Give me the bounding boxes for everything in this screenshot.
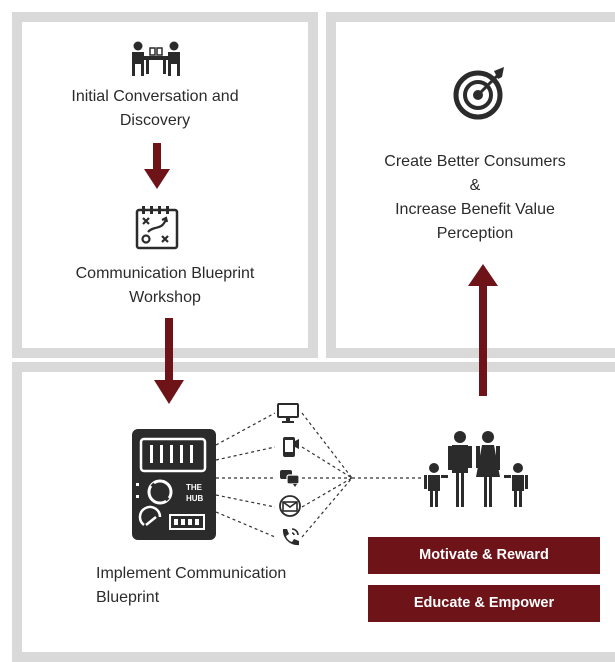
arrow-down-1 [144, 143, 170, 189]
meeting-icon [132, 41, 180, 76]
mobile-phone-icon [283, 437, 299, 457]
arrow-down-2 [154, 318, 184, 404]
hub-label-line1: THE [186, 483, 203, 492]
chat-icon [280, 470, 300, 487]
goal-line1: Create Better Consumers [384, 153, 566, 170]
step-blueprint-workshop: Communication Blueprint Workshop [40, 262, 290, 310]
strategy-board-icon [135, 206, 179, 250]
family-icon [424, 431, 528, 507]
step-implement-blueprint: Implement Communication Blueprint [96, 562, 356, 610]
step-blueprint-line1: Communication Blueprint [75, 265, 255, 282]
phone-call-icon [282, 528, 299, 546]
goal-statement: Create Better Consumers & Increase Benef… [340, 150, 610, 246]
goal-line3: Increase Benefit Value [395, 201, 555, 218]
monitor-icon [277, 403, 299, 423]
step-blueprint-line2: Workshop [129, 289, 201, 306]
step-initial-line1: Initial Conversation and [71, 88, 239, 105]
motivate-reward-tag: Motivate & Reward [368, 537, 600, 574]
step-implement-line2: Blueprint [96, 589, 160, 606]
hub-label-line2: HUB [186, 494, 204, 503]
step-implement-line1: Implement Communication [96, 565, 287, 582]
arrow-up [468, 264, 498, 396]
email-icon [279, 495, 301, 517]
target-icon [453, 67, 504, 120]
step-initial-line2: Discovery [119, 112, 191, 129]
hub-device-icon: THE HUB [132, 429, 216, 540]
goal-line2: & [469, 177, 481, 194]
educate-empower-tag: Educate & Empower [368, 585, 600, 622]
goal-panel [326, 12, 615, 358]
goal-line4: Perception [436, 225, 514, 242]
step-initial-conversation: Initial Conversation and Discovery [40, 85, 270, 133]
